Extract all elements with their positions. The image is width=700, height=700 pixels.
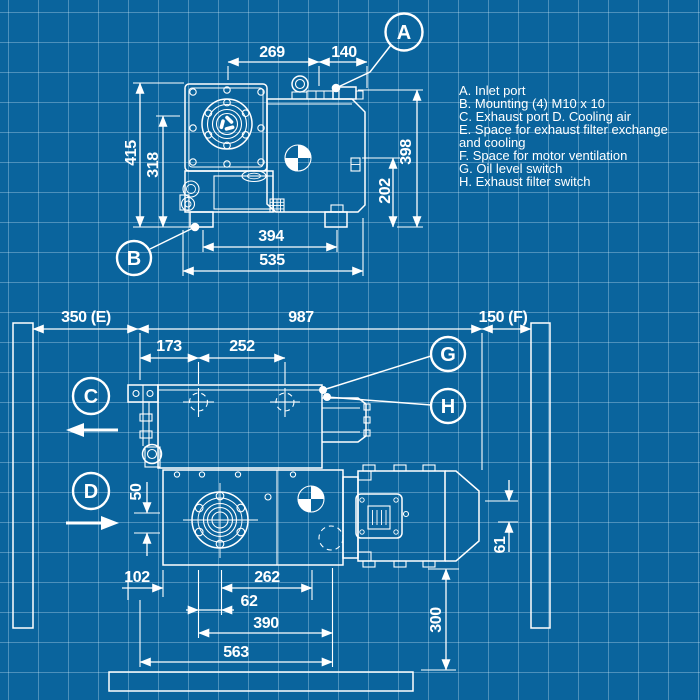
- plan-view-dimensions: 350 (E) 987 150 (F) 173 252 50 102 262 6…: [32, 309, 532, 671]
- motor-fins: [372, 475, 443, 493]
- foot-right: [324, 211, 348, 228]
- dim-563: 563: [223, 644, 249, 661]
- dim-394: 394: [258, 228, 284, 245]
- dim-535: 535: [259, 252, 285, 269]
- motor-end-cap: [445, 470, 480, 562]
- callout-c-letter: C: [84, 386, 98, 408]
- callout-d-letter: D: [84, 481, 98, 503]
- dim-262: 262: [254, 569, 280, 586]
- dim-269: 269: [259, 44, 285, 61]
- wall-right: [530, 322, 551, 629]
- cooling-air-arrow: [101, 516, 119, 530]
- callout-g: G: [319, 335, 467, 394]
- legend-line-f: F. Space for motor ventilation: [459, 148, 627, 163]
- dim-318: 318: [145, 152, 162, 178]
- pump-body: [266, 98, 366, 213]
- balance-mark: [284, 144, 312, 172]
- legend: A. Inlet port B. Mounting (4) M10 x 10 C…: [459, 83, 668, 189]
- shaft-flange: [201, 98, 253, 150]
- legend-line-h: H. Exhaust filter switch: [459, 174, 591, 189]
- front-view-pump-art: [179, 75, 366, 228]
- front-view-dimensions: 269 140 415 318 398 202 394 535: [123, 44, 423, 276]
- floor: [108, 671, 414, 692]
- dim-61: 61: [492, 536, 509, 553]
- exhaust-flow-arrow: [66, 423, 84, 437]
- dim-350-e: 350 (E): [61, 309, 111, 326]
- mounting-hole-mark: [270, 388, 300, 417]
- callout-b: B: [115, 222, 200, 277]
- dim-398: 398: [398, 139, 415, 165]
- oil-fill-plug: [182, 180, 200, 198]
- dim-300: 300: [428, 607, 445, 633]
- exhaust-port: [127, 384, 163, 468]
- dim-173: 173: [156, 338, 182, 355]
- dim-62: 62: [241, 593, 258, 610]
- plate-bolts: [189, 86, 265, 168]
- plan-view-pump-art: [127, 384, 480, 568]
- front-view: 269 140 415 318 398 202 394 535 A B: [115, 12, 424, 277]
- callout-c: C: [66, 376, 118, 437]
- dim-987: 987: [288, 309, 314, 326]
- dim-150-f: 150 (F): [479, 309, 528, 326]
- motor-fins: [404, 494, 443, 538]
- callout-a: A: [331, 12, 424, 93]
- motor-fins: [372, 539, 443, 559]
- callout-g-letter: G: [440, 344, 456, 366]
- legend-line-e1: E. Space for exhaust filter exchange: [459, 122, 668, 137]
- oil-sight-glass: [180, 196, 196, 212]
- pump-block: [162, 469, 344, 566]
- dim-50: 50: [128, 483, 145, 500]
- legend-line-a: A. Inlet port: [459, 83, 526, 98]
- callout-h: H: [323, 387, 467, 425]
- legend-line-cd: C. Exhaust port D. Cooling air: [459, 109, 632, 124]
- callout-b-letter: B: [127, 248, 141, 270]
- dim-140: 140: [331, 44, 357, 61]
- wall-left: [12, 322, 34, 629]
- exhaust-filter-switch-housing: [322, 397, 371, 443]
- callout-d: D: [66, 471, 119, 530]
- legend-line-b: B. Mounting (4) M10 x 10: [459, 96, 605, 111]
- dim-415: 415: [123, 140, 140, 166]
- legend-line-g: G. Oil level switch: [459, 161, 562, 176]
- balance-mark-plan: [297, 485, 325, 513]
- inlet-port: [291, 75, 364, 100]
- callout-h-letter: H: [441, 396, 455, 418]
- legend-line-e2: and cooling: [459, 135, 526, 150]
- plan-view: 350 (E) 987 150 (F) 173 252 50 102 262 6…: [12, 309, 551, 692]
- mounting-hole-mark: [183, 388, 214, 417]
- foot-left: [189, 211, 214, 228]
- dim-102: 102: [124, 569, 150, 586]
- exhaust-filter-box: [157, 384, 323, 469]
- dim-252: 252: [229, 338, 255, 355]
- motor: [342, 464, 480, 568]
- shaft-flange-plan: [183, 483, 258, 558]
- callout-a-letter: A: [397, 22, 411, 44]
- terminal-box: [355, 493, 403, 539]
- vent-grille: [269, 198, 285, 213]
- dim-390: 390: [253, 615, 279, 632]
- dim-202: 202: [377, 178, 394, 204]
